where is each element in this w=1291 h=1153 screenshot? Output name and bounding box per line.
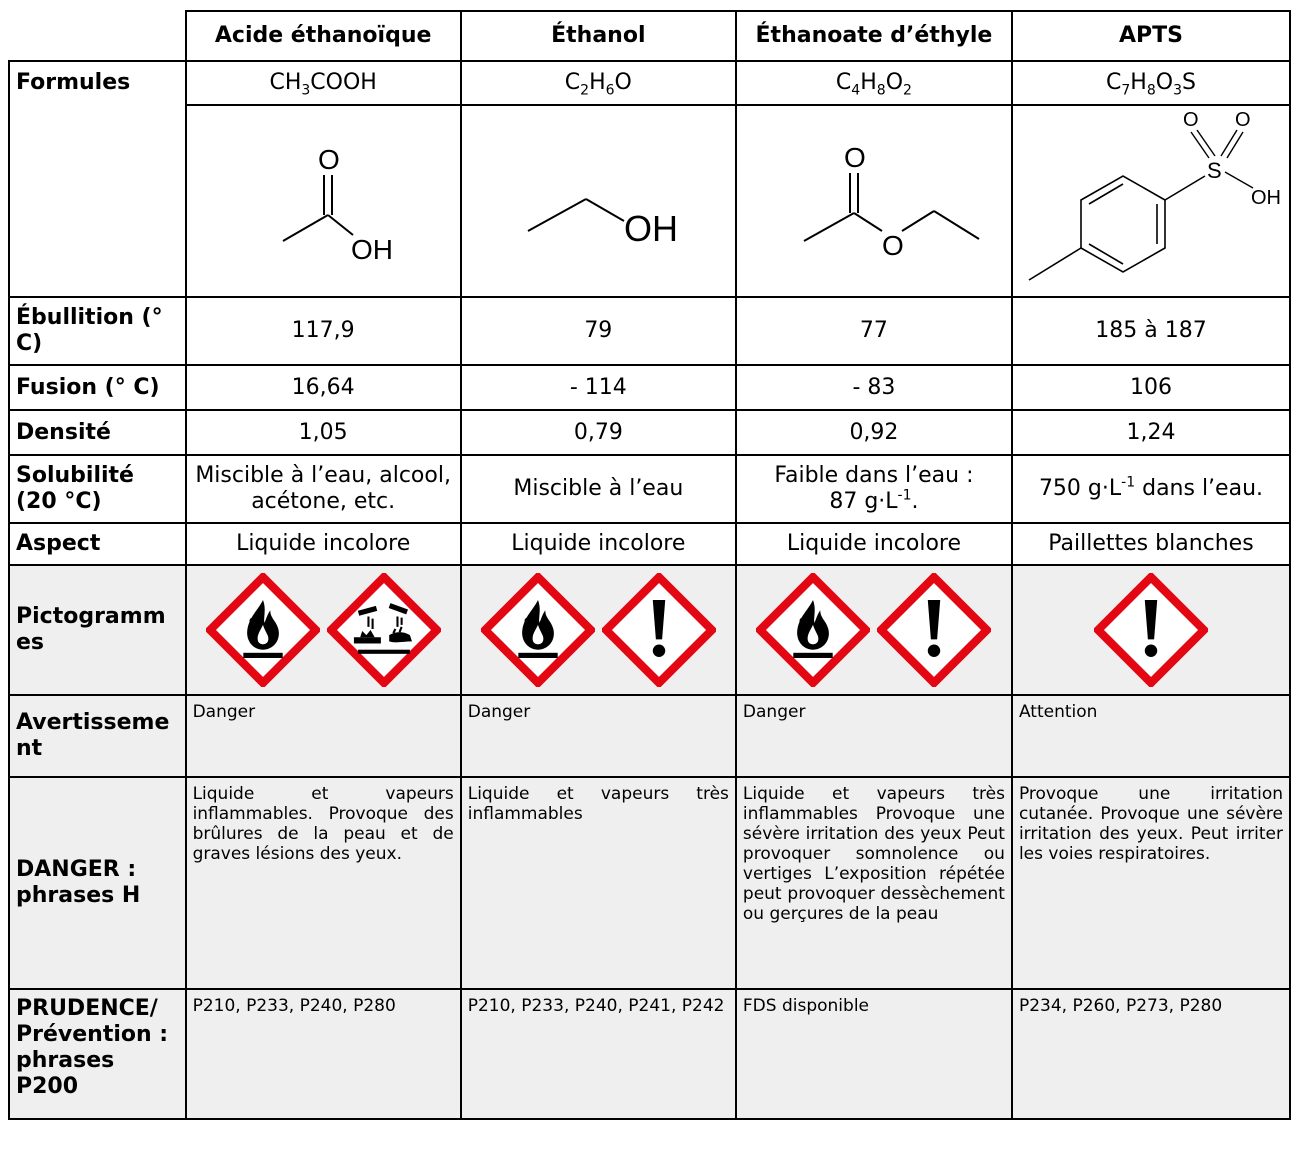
- ebullition-value: 117,9: [184, 296, 462, 366]
- prudence-value: P210, P233, P240, P241, P242: [459, 988, 737, 1120]
- column-header-ethanol: Éthanol: [459, 10, 737, 62]
- solubilite-value: 750 g·L-1 dans l’eau.: [1010, 454, 1291, 524]
- column-header-ethanoate-ethyle: Éthanoate d’éthyle: [734, 10, 1013, 62]
- prudence-value: P234, P260, P273, P280: [1010, 988, 1291, 1120]
- column-header-acide-ethanoique: Acide éthanoïque: [184, 10, 462, 62]
- formula-ethanoate-ethyle: C4H8O2: [734, 60, 1013, 106]
- formula-apts: C7H8O3S: [1010, 60, 1291, 106]
- densite-value: 0,92: [734, 409, 1013, 456]
- aspect-value: Liquide incolore: [459, 522, 737, 566]
- carbonyl-oxygen-label: O: [844, 142, 866, 173]
- chemical-data-table: Acide éthanoïque Éthanol Éthanoate d’éth…: [8, 10, 1291, 1120]
- row-label-avertissement: Avertisseme nt: [8, 694, 187, 778]
- sulfonyl-oxygen-label: O: [1183, 109, 1199, 131]
- ebullition-value: 77: [734, 296, 1013, 366]
- prudence-value: FDS disponible: [734, 988, 1013, 1120]
- avertissement-value: Danger: [184, 694, 462, 778]
- fusion-value: 16,64: [184, 364, 462, 411]
- hydroxyl-label: OH: [1251, 187, 1281, 209]
- structure-acide-ethanoique: O OH: [184, 104, 462, 298]
- row-label-danger: DANGER : phrases H: [8, 776, 187, 990]
- formula-acide-ethanoique: CH3COOH: [184, 60, 462, 106]
- corrosion-icon: [327, 573, 441, 687]
- densite-value: 1,05: [184, 409, 462, 456]
- exclamation-icon: [1094, 573, 1208, 687]
- row-label-densite: Densité: [8, 409, 187, 456]
- row-aspect: Aspect Liquide incolore Liquide incolore…: [8, 522, 1291, 566]
- danger-h-value: Liquide et vapeurs très inflammables: [459, 776, 737, 990]
- structure-ethanoate-ethyle: O O: [734, 104, 1013, 298]
- row-ebullition: Ébullition (° C) 117,9 79 77 185 à 187: [8, 296, 1291, 366]
- ebullition-value: 79: [459, 296, 737, 366]
- fusion-value: - 114: [459, 364, 737, 411]
- row-structures: O OH OH O O: [9, 104, 1291, 298]
- exclamation-icon: [602, 573, 716, 687]
- prudence-value: P210, P233, P240, P280: [184, 988, 462, 1120]
- row-prudence: PRUDENCE/ Prévention : phrases P200 P210…: [8, 988, 1291, 1120]
- aspect-value: Liquide incolore: [734, 522, 1013, 566]
- aspect-value: Paillettes blanches: [1010, 522, 1291, 566]
- avertissement-value: Danger: [459, 694, 737, 778]
- formula-ethanol: C2H6O: [459, 60, 737, 106]
- pictograms-ethanol: [459, 564, 737, 696]
- flame-icon: [481, 573, 595, 687]
- acetic-acid-structure: O OH: [282, 144, 393, 265]
- ethanol-structure: OH: [527, 198, 678, 249]
- row-label-fusion: Fusion (° C): [8, 364, 187, 411]
- header-row: Acide éthanoïque Éthanol Éthanoate d’éth…: [9, 10, 1291, 62]
- structure-ethanol: OH: [459, 104, 737, 298]
- structure-apts: S O O OH: [1010, 104, 1291, 298]
- densite-value: 0,79: [459, 409, 737, 456]
- row-label-aspect: Aspect: [8, 522, 187, 566]
- ethyl-acetate-structure: O O: [803, 142, 980, 261]
- column-header-apts: APTS: [1010, 10, 1291, 62]
- avertissement-value: Danger: [734, 694, 1013, 778]
- sulfur-label: S: [1207, 158, 1222, 183]
- avertissement-value: Attention: [1010, 694, 1291, 778]
- solubilite-value: Faible dans l’eau :87 g·L-1.: [734, 454, 1013, 524]
- aspect-value: Liquide incolore: [184, 522, 462, 566]
- row-label-pictogrammes: Pictogramm es: [8, 564, 187, 696]
- hydroxyl-label: OH: [351, 234, 393, 265]
- solubilite-value: Miscible à l’eau: [459, 454, 737, 524]
- row-label-prudence: PRUDENCE/ Prévention : phrases P200: [8, 988, 187, 1120]
- apts-structure: S O O OH: [1028, 109, 1281, 281]
- densite-value: 1,24: [1010, 409, 1291, 456]
- row-fusion: Fusion (° C) 16,64 - 114 - 83 106: [8, 364, 1291, 411]
- danger-h-value: Liquide et vapeurs inflammables. Provoqu…: [184, 776, 462, 990]
- fusion-value: 106: [1010, 364, 1291, 411]
- corner-cell: [9, 11, 187, 62]
- flame-icon: [206, 573, 320, 687]
- row-formules: Formules CH3COOH C2H6O C4H8O2 C7H8O3S: [8, 60, 1291, 298]
- row-pictogrammes: Pictogramm es: [8, 564, 1291, 696]
- flame-icon: [756, 573, 870, 687]
- danger-h-value: Provoque une irritation cutanée. Provoqu…: [1010, 776, 1291, 990]
- hydroxyl-label: OH: [624, 208, 678, 249]
- pictograms-apts: [1010, 564, 1291, 696]
- sulfonyl-oxygen-label: O: [1235, 109, 1251, 131]
- solubilite-value: Miscible à l’eau, alcool, acétone, etc.: [184, 454, 462, 524]
- row-danger-h: DANGER : phrases H Liquide et vapeurs in…: [8, 776, 1291, 990]
- row-label-formules: Formules: [8, 60, 187, 298]
- ester-oxygen-label: O: [882, 230, 904, 261]
- pictograms-acide-ethanoique: [184, 564, 462, 696]
- ebullition-value: 185 à 187: [1010, 296, 1291, 366]
- danger-h-value: Liquide et vapeurs très inflammables Pro…: [734, 776, 1013, 990]
- row-avertissement: Avertisseme nt Danger Danger Danger Atte…: [8, 694, 1291, 778]
- row-label-ebullition: Ébullition (° C): [8, 296, 187, 366]
- exclamation-icon: [877, 573, 991, 687]
- row-solubilite: Solubilité (20 °C) Miscible à l’eau, alc…: [8, 454, 1291, 524]
- row-label-solubilite: Solubilité (20 °C): [8, 454, 187, 524]
- pictograms-ethanoate-ethyle: [734, 564, 1013, 696]
- oxygen-label: O: [318, 144, 340, 175]
- fusion-value: - 83: [734, 364, 1013, 411]
- row-densite: Densité 1,05 0,79 0,92 1,24: [8, 409, 1291, 456]
